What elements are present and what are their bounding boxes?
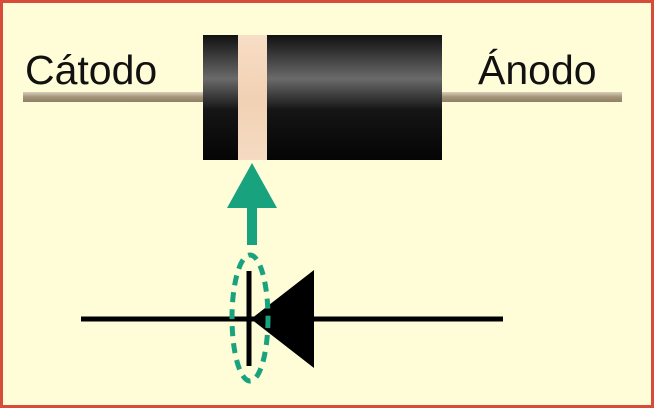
cathode-label: Cátodo — [25, 47, 158, 93]
anode-lead — [440, 92, 622, 102]
diode-symbol-icon — [81, 270, 503, 368]
cathode-lead — [23, 92, 205, 102]
up-arrow-icon — [227, 163, 277, 245]
cathode-band — [238, 35, 267, 160]
diode-diagram — [23, 35, 622, 384]
anode-label: Ánodo — [478, 47, 597, 93]
dashed-ellipse-icon — [229, 252, 271, 384]
